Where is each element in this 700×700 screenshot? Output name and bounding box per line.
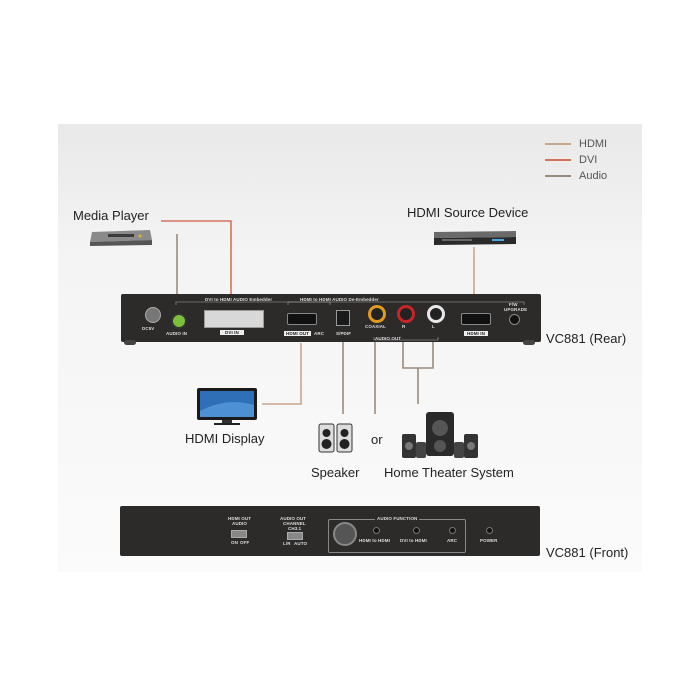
or-label: or [371,432,383,447]
fw-upgrade-label-1: F/W [509,302,518,307]
front-label: VC881 (Front) [546,545,629,560]
device-foot [523,340,535,345]
fw-upgrade-port[interactable] [509,314,520,325]
power-front-label: POWER [480,538,498,543]
hdmi-in-label: HDMI IN [464,331,488,336]
audio-r-label: R [402,324,406,329]
legend-label: DVI [579,154,598,166]
power-led [486,527,493,534]
speaker-icon [318,423,353,453]
hdmi-out-port[interactable] [287,313,317,325]
hdmi-group-label: HDMI to HDMI AUDIO De-Embedder [300,297,379,302]
hdmi-to-hdmi-led [373,527,380,534]
ch-label: CH3.1 [288,526,302,531]
arc-led [449,527,456,534]
legend-swatch [545,143,571,145]
speaker-label: Speaker [311,465,360,480]
power-label: DC5V [142,326,155,331]
diagram-background [58,124,642,572]
audio-out-channel-label-1: AUDIO OUT [280,516,307,521]
hdmi-display-icon [197,388,257,425]
legend-label: HDMI [579,138,608,150]
legend: HDMI DVI Audio [545,136,607,184]
spdif-port[interactable] [336,310,350,326]
coaxial-label: COAXIAL [365,324,386,329]
legend-item-audio: Audio [545,168,607,184]
dvi-line-media-player [161,220,232,318]
spdif-label: S/PDIF [336,331,352,336]
off-label: OFF [240,540,250,545]
audio-r-port[interactable] [397,305,415,323]
audio-line-rl [402,342,434,369]
on-label: ON [231,540,238,545]
dvi-in-port[interactable] [204,310,264,328]
arc-label: ARC [314,331,325,336]
hdmi-out-audio-switch[interactable] [231,530,247,538]
audio-in-label: AUDIO IN [166,331,188,336]
hdmi-out-audio-label-2: AUDIO [232,521,247,526]
home-theater-icon [402,412,478,458]
legend-swatch [545,175,571,177]
auto-label: AUTO [294,541,308,546]
device-foot [124,340,136,345]
hdmi-display-label: HDMI Display [185,431,265,446]
audio-function-label: AUDIO FUNCTION [375,516,420,521]
audio-out-channel-switch[interactable] [287,532,303,540]
audio-l-port[interactable] [427,305,445,323]
media-player-label: Media Player [73,208,149,223]
rear-panel-brackets [175,301,525,341]
coaxial-port[interactable] [368,305,386,323]
hdmi-to-hdmi-label: HDMI to HDMI [359,538,390,543]
rear-label: VC881 (Rear) [546,331,627,346]
hdmi-out-audio-label-1: HDMI OUT [228,516,252,521]
legend-swatch [545,159,571,161]
vc881-front-panel [120,506,540,556]
audio-in-port[interactable] [171,313,187,329]
power-jack[interactable] [145,307,161,323]
audio-out-label: AUDIO OUT [375,336,402,341]
media-player-icon [90,230,152,246]
dvi-group-label: DVI to HDMI AUDIO Embedder [205,297,273,302]
hdmi-out-label: HDMI OUT [284,331,312,336]
hdmi-source-label: HDMI Source Device [407,205,529,220]
dvi-to-hdmi-label: DVI to HDMI [400,538,427,543]
dvi-to-hdmi-led [413,527,420,534]
audio-l-label: L [432,324,435,329]
home-theater-label: Home Theater System [384,465,514,480]
arc-front-label: ARC [447,538,458,543]
dvi-in-label: DVI IN [220,330,244,335]
lr-label: L/R [283,541,291,546]
hdmi-line-display [262,343,302,405]
fw-upgrade-label-2: UPGRADE [504,307,528,312]
legend-label: Audio [579,170,608,182]
audio-function-button[interactable] [333,522,357,546]
hdmi-in-port[interactable] [461,313,491,325]
legend-item-hdmi: HDMI [545,136,607,152]
hdmi-source-device-icon [434,231,516,245]
legend-item-dvi: DVI [545,152,607,168]
audio-out-channel-label-2: CHANNEL [283,521,306,526]
